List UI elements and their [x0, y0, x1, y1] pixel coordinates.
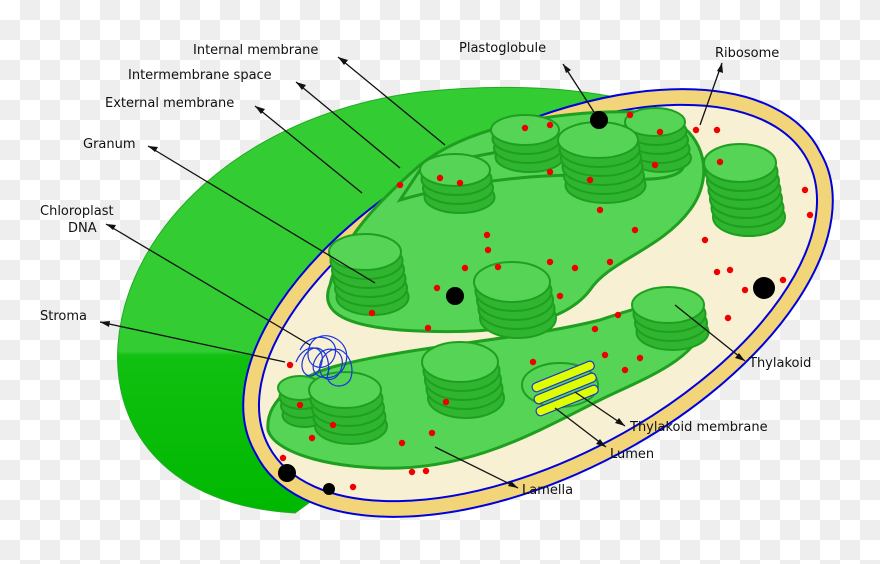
ribosome-dot — [586, 176, 594, 184]
label-granum: Granum — [83, 137, 136, 152]
ribosome-dot — [546, 258, 554, 266]
plastoglobule — [323, 483, 335, 495]
ribosome-dot — [436, 174, 444, 182]
label-intermembrane-space: Intermembrane space — [128, 68, 272, 83]
ribosome-dot — [571, 264, 579, 272]
ribosome-dot — [484, 246, 492, 254]
callout-thylakoid: Thylakoid — [674, 304, 811, 371]
label-thylakoid: Thylakoid — [748, 356, 811, 371]
ribosome-dot — [651, 161, 659, 169]
plastoglobule — [753, 277, 775, 299]
ribosome-dot — [368, 309, 376, 317]
ribosome-dot — [801, 186, 809, 194]
ribosome-dot — [656, 128, 664, 136]
label-stroma: Stroma — [40, 309, 87, 324]
ribosome-dot — [724, 314, 732, 322]
ribosome-dot — [456, 179, 464, 187]
ribosome-dot — [546, 121, 554, 129]
callout-lamella: Lamella — [434, 446, 573, 498]
plastoglobule — [590, 111, 608, 129]
ribosome-dot — [483, 231, 491, 239]
plastoglobule — [446, 287, 464, 305]
thylakoid-disc — [308, 371, 382, 409]
label-chloroplast-dna-line2: DNA — [68, 221, 97, 236]
callout-stroma: Stroma — [40, 309, 286, 363]
ribosome-dot — [606, 258, 614, 266]
ribosome-dot — [626, 111, 634, 119]
granum-stack — [473, 261, 557, 339]
ribosome-dot — [296, 401, 304, 409]
ribosome-dot — [779, 276, 787, 284]
ribosome-dot — [529, 358, 537, 366]
label-lumen: Lumen — [610, 447, 654, 462]
granum-stack — [490, 114, 565, 173]
ribosome-dot — [621, 366, 629, 374]
thylakoid-disc — [703, 143, 777, 183]
granum-stack — [624, 107, 692, 173]
ribosome-dot — [279, 454, 287, 462]
ribosome-dot — [308, 434, 316, 442]
thylakoid-disc — [419, 153, 491, 187]
ribosome-dot — [408, 468, 416, 476]
callout-chloroplast-dna: Chloroplast DNA — [40, 204, 311, 346]
granum-stack — [703, 143, 786, 237]
ribosome-dot — [713, 126, 721, 134]
label-chloroplast-dna: Chloroplast — [40, 204, 114, 219]
thylakoid-disc — [624, 107, 686, 137]
callout-lumen: Lumen — [554, 407, 654, 462]
thylakoid-disc — [328, 233, 402, 271]
ribosome-dot — [329, 421, 337, 429]
ribosome-dot — [741, 286, 749, 294]
thylakoid-lumen-stack — [521, 360, 599, 417]
ribosome-dot — [806, 211, 814, 219]
granum-stack — [631, 286, 710, 351]
ribosome-dot — [396, 181, 404, 189]
ribosome-dot — [349, 483, 357, 491]
ribosome-dot — [433, 284, 441, 292]
thylakoid-disc — [421, 341, 499, 383]
label-internal-membrane: Internal membrane — [193, 43, 318, 58]
label-lamella: Lamella — [522, 483, 573, 498]
ribosome-dot — [614, 311, 622, 319]
thylakoid-disc — [631, 286, 705, 324]
plastoglobule — [278, 464, 296, 482]
ribosome-dot — [692, 126, 700, 134]
ribosome-dot — [428, 429, 436, 437]
ribosome-dot — [716, 158, 724, 166]
callout-external-membrane: External membrane — [105, 96, 363, 194]
callout-plastoglobule: Plastoglobule — [459, 41, 595, 113]
ribosome-dot — [726, 266, 734, 274]
label-plastoglobule: Plastoglobule — [459, 41, 546, 56]
ribosome-dot — [713, 268, 721, 276]
ribosome-dot — [546, 168, 554, 176]
callout-intermembrane-space: Intermembrane space — [128, 68, 401, 169]
label-thylakoid-membrane: Thylakoid membrane — [629, 420, 768, 435]
ribosome-dot — [631, 226, 639, 234]
granum-stack — [421, 341, 505, 419]
ribosome-dot — [596, 206, 604, 214]
ribosome-dot — [494, 263, 502, 271]
ribosome-dot — [591, 325, 599, 333]
ribosome-dot — [398, 439, 406, 447]
ribosome-dot — [556, 292, 564, 300]
callout-ribosome: Ribosome — [699, 46, 779, 126]
ribosome-dot — [701, 236, 709, 244]
callout-internal-membrane: Internal membrane — [193, 43, 446, 146]
granum-stack — [328, 233, 410, 316]
thylakoid-disc — [473, 261, 551, 303]
ribosome-dot — [422, 467, 430, 475]
ribosome-dot — [424, 324, 432, 332]
ribosome-dot — [286, 361, 294, 369]
ribosome-dot — [521, 124, 529, 132]
ribosome-dot — [461, 264, 469, 272]
ribosome-dot — [601, 351, 609, 359]
chloroplast-dna — [295, 335, 353, 387]
ribosome-dot — [442, 398, 450, 406]
label-ribosome: Ribosome — [715, 46, 779, 61]
granum-stack — [557, 121, 647, 204]
callout-granum: Granum — [83, 137, 376, 284]
ribosome-dot — [636, 354, 644, 362]
label-external-membrane: External membrane — [105, 96, 234, 111]
callout-thylakoid-membrane: Thylakoid membrane — [574, 391, 768, 435]
